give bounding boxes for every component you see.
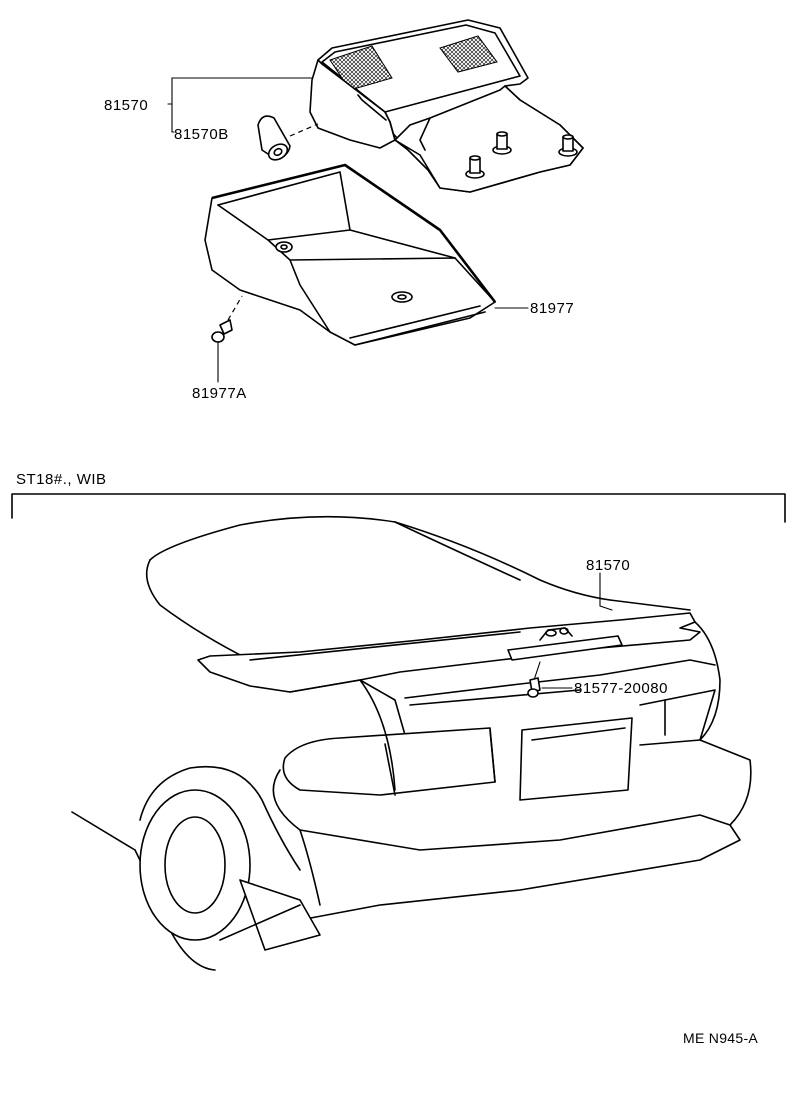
screw-icon	[211, 295, 243, 383]
bolt-icon	[527, 661, 573, 698]
lamp-housing-drawing	[309, 19, 584, 193]
bulb-icon	[257, 115, 319, 161]
part-label-81577-20080: 81577-20080	[574, 680, 668, 697]
stud-bolt-icon	[465, 131, 578, 179]
lamp-cover-drawing	[204, 163, 497, 346]
part-label-81570b: 81570B	[174, 126, 229, 143]
callout-leaders-top	[167, 77, 313, 133]
part-label-81977a: 81977A	[192, 385, 247, 402]
callout-leader-lamp	[599, 572, 613, 611]
section-bracket	[11, 493, 786, 523]
part-label-81570-on-car: 81570	[586, 557, 630, 574]
part-label-81570: 81570	[104, 97, 148, 114]
part-label-81977: 81977	[530, 300, 574, 317]
car-rear-drawing	[71, 515, 752, 971]
section-title: ST18#., WIB	[16, 471, 107, 488]
footer-code: ME N945-A	[683, 1030, 758, 1046]
